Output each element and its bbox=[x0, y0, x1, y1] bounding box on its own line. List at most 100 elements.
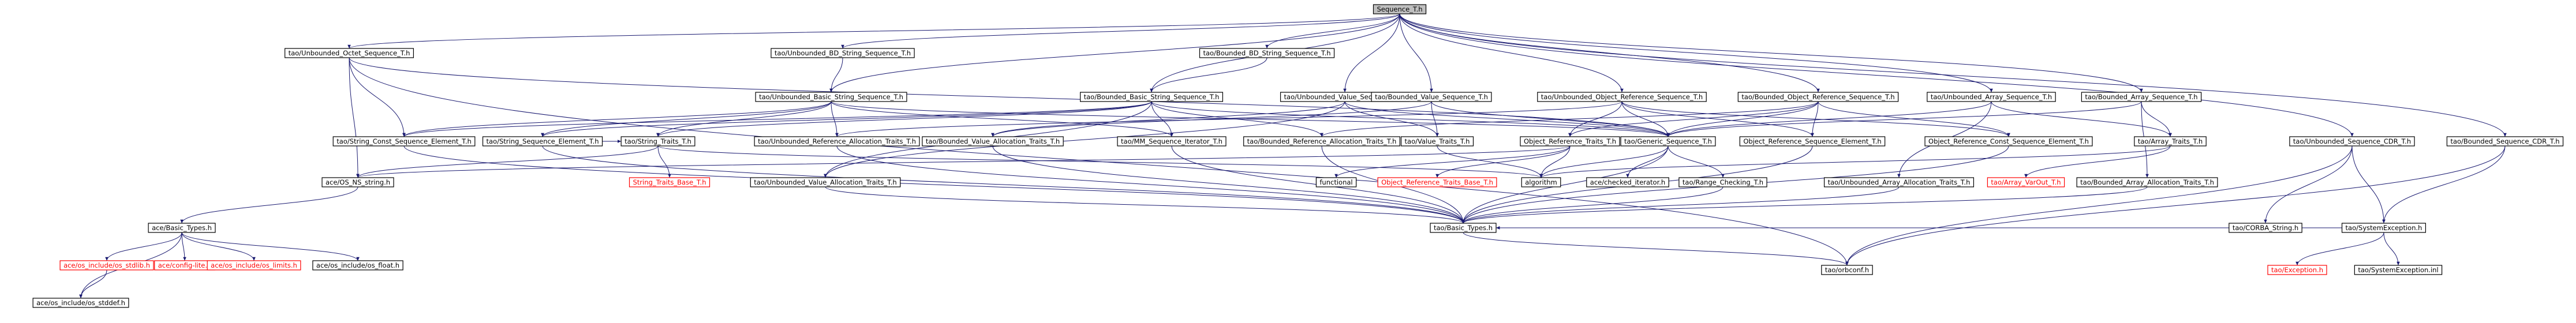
node-box bbox=[1924, 136, 2093, 147]
edge-tao-unbounded-octet-sequence-t-h-to-ace-os-ns-string-h bbox=[349, 57, 360, 178]
edge-tao-string-const-sequence-element-t-h-to-tao-basic-types-h bbox=[403, 145, 1465, 224]
node-label: Object_Reference_Sequence_Element_T.h bbox=[1743, 137, 1881, 145]
node-box bbox=[148, 223, 216, 233]
node-label: tao/MM_Sequence_Iterator_T.h bbox=[1121, 137, 1222, 145]
node-tao-array-varout-t-h[interactable]: tao/Array_VarOut_T.h bbox=[1987, 177, 2065, 187]
node-box bbox=[1823, 177, 1975, 187]
node-ace-config-lite-h[interactable]: ace/config-lite.h bbox=[154, 260, 215, 271]
edge-sequence-t-h-to-tao-unbounded-bd-string-sequence-t-h bbox=[841, 13, 1400, 49]
edge-object-reference-traits-t-h-to-algorithm bbox=[1539, 145, 1571, 178]
node-ace-os-include-os-stdlib-h[interactable]: ace/os_include/os_stdlib.h bbox=[59, 260, 154, 271]
node-label: tao/Bounded_Value_Sequence_T.h bbox=[1375, 93, 1488, 101]
node-tao-bounded-array-sequence-t-h[interactable]: tao/Bounded_Array_Sequence_T.h bbox=[2081, 92, 2202, 102]
node-ace-os-include-os-stddef-h[interactable]: ace/os_include/os_stddef.h bbox=[32, 298, 129, 308]
node-box bbox=[771, 48, 915, 58]
node-object-reference-traits-base-t-h[interactable]: Object_Reference_Traits_Base_T.h bbox=[1377, 177, 1497, 187]
node-tao-bounded-value-sequence-t-h[interactable]: tao/Bounded_Value_Sequence_T.h bbox=[1371, 92, 1492, 102]
edge-tao-unbounded-sequence-cdr-t-h-to-tao-orbconf-h bbox=[1845, 145, 2353, 266]
edge-tao-bounded-value-sequence-t-h-to-tao-bounded-value-allocation-traits-t-h bbox=[991, 101, 1432, 137]
node-object-reference-const-sequence-element-t-h[interactable]: Object_Reference_Const_Sequence_Element_… bbox=[1924, 136, 2093, 147]
node-tao-bounded-value-allocation-traits-t-h[interactable]: tao/Bounded_Value_Allocation_Traits_T.h bbox=[922, 136, 1064, 147]
node-tao-unbounded-reference-allocation-traits-t-h[interactable]: tao/Unbounded_Reference_Allocation_Trait… bbox=[754, 136, 920, 147]
node-box bbox=[1371, 92, 1492, 102]
edge-sequence-t-h-to-tao-unbounded-array-sequence-t-h bbox=[1399, 13, 1993, 93]
edge-tao-unbounded-basic-string-sequence-t-h-to-tao-generic-sequence-t-h bbox=[831, 101, 1670, 137]
edge-tao-bounded-array-allocation-traits-t-h-to-tao-basic-types-h bbox=[1461, 186, 2148, 224]
edge-tao-unbounded-basic-string-sequence-t-h-to-tao-mm-sequence-iterator-t-h bbox=[831, 101, 1173, 137]
node-box bbox=[482, 136, 603, 147]
node-tao-unbounded-array-allocation-traits-t-h[interactable]: tao/Unbounded_Array_Allocation_Traits_T.… bbox=[1823, 177, 1975, 187]
node-ace-os-include-os-float-h[interactable]: ace/os_include/os_float.h bbox=[312, 260, 403, 271]
node-tao-bounded-array-allocation-traits-t-h[interactable]: tao/Bounded_Array_Allocation_Traits_T.h bbox=[2076, 177, 2218, 187]
node-tao-value-traits-t-h[interactable]: tao/Value_Traits_T.h bbox=[1400, 136, 1474, 147]
edge-tao-bounded-value-sequence-t-h-to-tao-value-traits-t-h bbox=[1431, 101, 1439, 137]
edge-tao-bounded-sequence-cdr-t-h-to-tao-orbconf-h bbox=[1845, 145, 2506, 266]
node-label: tao/Range_Checking_T.h bbox=[1683, 178, 1763, 186]
node-tao-systemexception-inl[interactable]: tao/SystemException.inl bbox=[2354, 265, 2443, 275]
node-label: tao/Bounded_Array_Sequence_T.h bbox=[2085, 93, 2197, 101]
edge-sequence-t-h-to-tao-unbounded-sequence-cdr-t-h bbox=[1399, 13, 2354, 137]
node-box bbox=[332, 136, 476, 147]
node-label: ace/Basic_Types.h bbox=[152, 224, 212, 232]
edge-tao-bounded-basic-string-sequence-t-h-to-tao-string-traits-t-h bbox=[656, 101, 1152, 137]
node-tao-unbounded-array-sequence-t-h[interactable]: tao/Unbounded_Array_Sequence_T.h bbox=[1927, 92, 2056, 102]
node-tao-unbounded-basic-string-sequence-t-h[interactable]: tao/Unbounded_Basic_String_Sequence_T.h bbox=[755, 92, 907, 102]
edge-tao-bounded-value-allocation-traits-t-h-to-tao-basic-types-h bbox=[992, 145, 1465, 224]
node-ace-checked-iterator-h[interactable]: ace/checked_iterator.h bbox=[1586, 177, 1669, 187]
node-box bbox=[2354, 265, 2443, 275]
node-tao-unbounded-object-reference-sequence-t-h[interactable]: tao/Unbounded_Object_Reference_Sequence_… bbox=[1537, 92, 1707, 102]
node-box bbox=[1377, 177, 1497, 187]
edge-sequence-t-h-to-tao-bounded-sequence-cdr-t-h bbox=[1399, 13, 2507, 137]
node-tao-systemexception-h[interactable]: tao/SystemException.h bbox=[2341, 223, 2427, 233]
node-label: tao/String_Sequence_Element_T.h bbox=[487, 137, 599, 145]
node-tao-string-traits-t-h[interactable]: tao/String_Traits_T.h bbox=[620, 136, 696, 147]
node-tao-unbounded-bd-string-sequence-t-h[interactable]: tao/Unbounded_BD_String_Sequence_T.h bbox=[771, 48, 915, 58]
node-object-reference-traits-t-h[interactable]: Object_Reference_Traits_T.h bbox=[1520, 136, 1620, 147]
node-tao-generic-sequence-t-h[interactable]: tao/Generic_Sequence_T.h bbox=[1620, 136, 1716, 147]
node-tao-bounded-basic-string-sequence-t-h[interactable]: tao/Bounded_Basic_String_Sequence_T.h bbox=[1080, 92, 1223, 102]
node-algorithm[interactable]: algorithm bbox=[1521, 177, 1561, 187]
node-sequence-t-h[interactable]: Sequence_T.h bbox=[1373, 4, 1427, 14]
node-ace-os-include-os-limits-h[interactable]: ace/os_include/os_limits.h bbox=[207, 260, 301, 271]
node-tao-string-const-sequence-element-t-h[interactable]: tao/String_Const_Sequence_Element_T.h bbox=[332, 136, 476, 147]
node-tao-orbconf-h[interactable]: tao/orbconf.h bbox=[1821, 265, 1873, 275]
node-tao-string-sequence-element-t-h[interactable]: tao/String_Sequence_Element_T.h bbox=[482, 136, 603, 147]
node-ace-basic-types-h[interactable]: ace/Basic_Types.h bbox=[148, 223, 216, 233]
node-tao-mm-sequence-iterator-t-h[interactable]: tao/MM_Sequence_Iterator_T.h bbox=[1117, 136, 1227, 147]
edge-tao-unbounded-basic-string-sequence-t-h-to-tao-string-const-sequence-element-t-h bbox=[402, 101, 832, 137]
node-label: tao/Basic_Types.h bbox=[1434, 224, 1493, 232]
edge-tao-unbounded-sequence-cdr-t-h-to-tao-corba-string-h bbox=[2264, 145, 2353, 224]
node-label: tao/Bounded_BD_String_Sequence_T.h bbox=[1203, 49, 1330, 57]
node-tao-exception-h[interactable]: tao/Exception.h bbox=[2267, 265, 2327, 275]
node-object-reference-sequence-element-t-h[interactable]: Object_Reference_Sequence_Element_T.h bbox=[1739, 136, 1886, 147]
edge-tao-bounded-array-sequence-t-h-to-tao-array-traits-t-h bbox=[2141, 101, 2172, 137]
node-box bbox=[1400, 136, 1474, 147]
node-label: ace/os_include/os_limits.h bbox=[211, 261, 297, 269]
node-string-traits-base-t-h[interactable]: String_Traits_Base_T.h bbox=[629, 177, 711, 187]
node-tao-basic-types-h[interactable]: tao/Basic_Types.h bbox=[1430, 223, 1497, 233]
edge-tao-unbounded-value-sequence-t-h-to-tao-value-traits-t-h bbox=[1344, 101, 1439, 137]
node-box bbox=[2229, 223, 2302, 233]
node-label: Object_Reference_Traits_Base_T.h bbox=[1381, 178, 1493, 186]
node-label: tao/orbconf.h bbox=[1825, 266, 1869, 274]
node-tao-bounded-bd-string-sequence-t-h[interactable]: tao/Bounded_BD_String_Sequence_T.h bbox=[1199, 48, 1335, 58]
node-tao-range-checking-t-h[interactable]: tao/Range_Checking_T.h bbox=[1678, 177, 1767, 187]
node-ace-os-ns-string-h[interactable]: ace/OS_NS_string.h bbox=[321, 177, 394, 187]
node-tao-corba-string-h[interactable]: tao/CORBA_String.h bbox=[2229, 223, 2302, 233]
node-label: tao/Array_Traits_T.h bbox=[2138, 137, 2203, 145]
node-tao-array-traits-t-h[interactable]: tao/Array_Traits_T.h bbox=[2134, 136, 2207, 147]
edge-tao-string-sequence-element-t-h-to-tao-basic-types-h bbox=[542, 145, 1465, 224]
node-tao-unbounded-octet-sequence-t-h[interactable]: tao/Unbounded_Octet_Sequence_T.h bbox=[284, 48, 414, 58]
node-label: tao/Value_Traits_T.h bbox=[1405, 137, 1470, 145]
node-box bbox=[1987, 177, 2065, 187]
edge-tao-bounded-sequence-cdr-t-h-to-tao-systemexception-h bbox=[2382, 145, 2506, 224]
node-tao-unbounded-sequence-cdr-t-h[interactable]: tao/Unbounded_Sequence_CDR_T.h bbox=[2289, 136, 2415, 147]
node-tao-unbounded-value-allocation-traits-t-h[interactable]: tao/Unbounded_Value_Allocation_Traits_T.… bbox=[750, 177, 901, 187]
node-box bbox=[1537, 92, 1707, 102]
node-tao-bounded-reference-allocation-traits-t-h[interactable]: tao/Bounded_Reference_Allocation_Traits_… bbox=[1243, 136, 1400, 147]
node-functional[interactable]: functional bbox=[1315, 177, 1357, 187]
node-box bbox=[2267, 265, 2327, 275]
edge-tao-bounded-basic-string-sequence-t-h-to-tao-mm-sequence-iterator-t-h bbox=[1151, 101, 1173, 137]
node-tao-bounded-sequence-cdr-t-h[interactable]: tao/Bounded_Sequence_CDR_T.h bbox=[2446, 136, 2564, 147]
node-tao-bounded-object-reference-sequence-t-h[interactable]: tao/Bounded_Object_Reference_Sequence_T.… bbox=[1737, 92, 1899, 102]
